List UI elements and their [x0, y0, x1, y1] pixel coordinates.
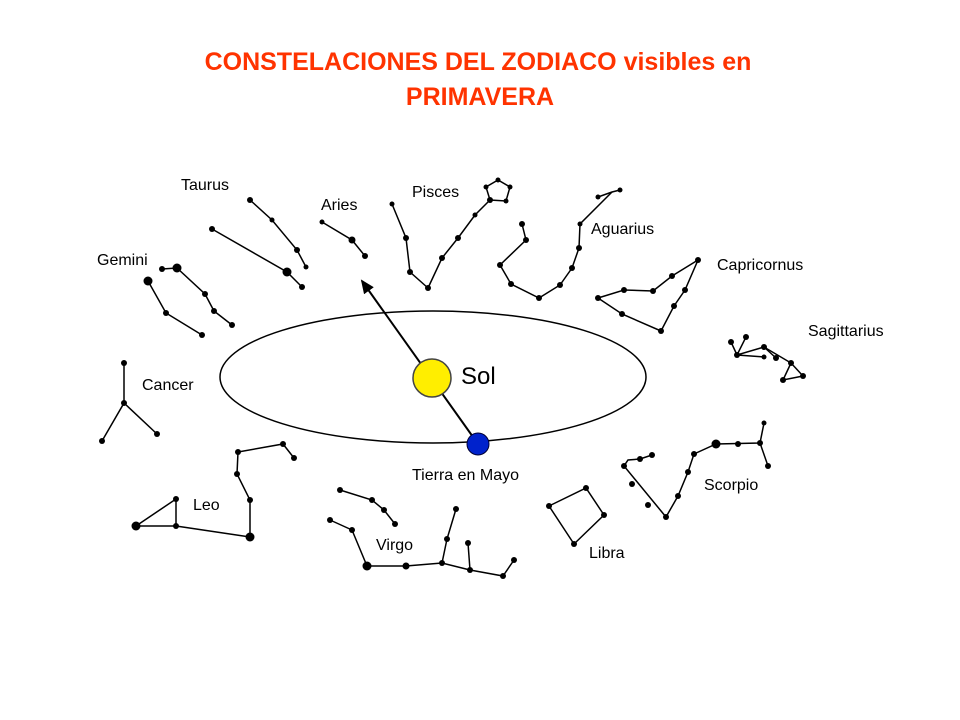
label-cancer: Cancer [142, 377, 194, 394]
label-aquarius: Aguarius [591, 221, 654, 238]
page-title: CONSTELACIONES DEL ZODIACO visibles en [204, 48, 752, 76]
sun-label: Sol [461, 363, 496, 390]
earth-orbit [219, 310, 647, 444]
label-sagittarius: Sagittarius [808, 323, 884, 340]
label-taurus: Taurus [181, 177, 229, 194]
constellation-stars [99, 177, 806, 579]
page-title-line2: PRIMAVERA [405, 83, 555, 111]
label-libra: Libra [589, 545, 625, 562]
earth-label: Tierra en Mayo [412, 467, 519, 484]
label-scorpio: Scorpio [704, 477, 758, 494]
label-leo: Leo [193, 497, 220, 514]
sun [412, 358, 452, 398]
label-capricornus: Capricornus [717, 257, 803, 274]
label-virgo: Virgo [376, 537, 413, 554]
label-gemini: Gemini [97, 252, 148, 269]
label-pisces: Pisces [412, 184, 459, 201]
earth [466, 432, 490, 456]
label-aries: Aries [321, 197, 357, 214]
constellation-lines [101, 179, 805, 577]
